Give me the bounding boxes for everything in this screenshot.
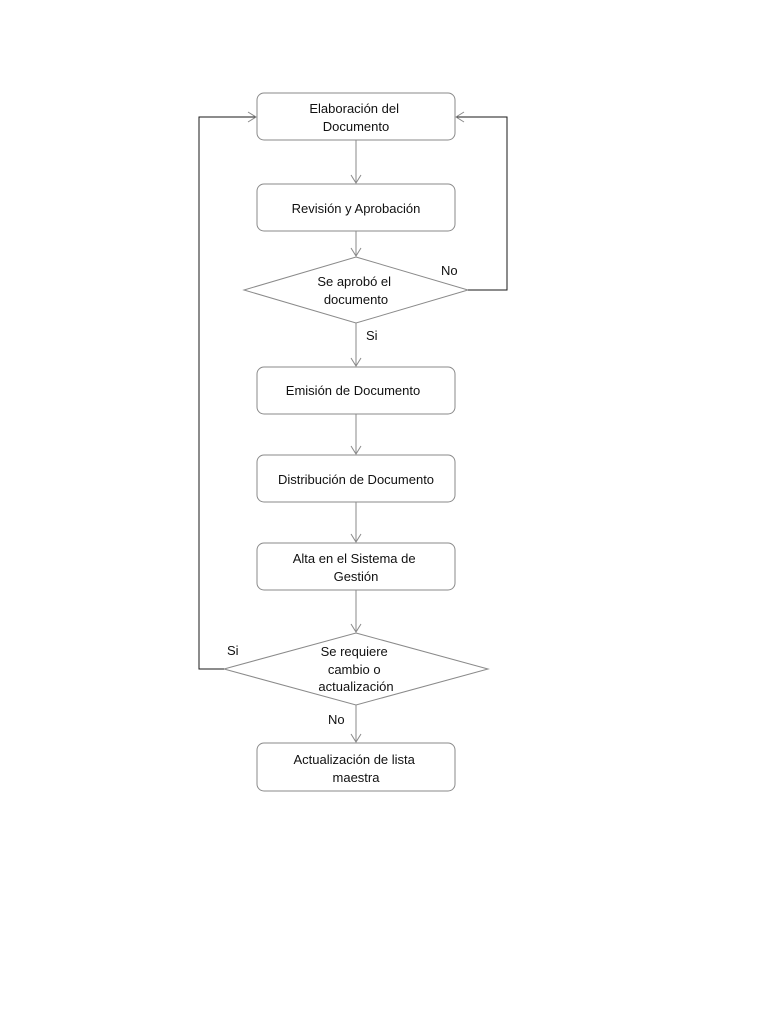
node-requiere-label: Se requiere cambio o actualización [318, 644, 393, 694]
node-aprobo-diamond [242, 256, 470, 324]
arrow-head-icon [350, 247, 362, 257]
arrow-head-icon [350, 733, 362, 743]
node-elaboracion-label: Elaboración del Documento [309, 101, 402, 134]
arrow-head-icon [350, 357, 362, 367]
node-aprobo-label: Se aprobó el documento [317, 274, 394, 307]
edge-label-aprobo-no: No [441, 263, 458, 278]
node-emision-line-1: Emisión de Documento [286, 383, 420, 398]
edge-label-requiere-no: No [328, 712, 345, 727]
node-requiere-line-1: Se requiere [321, 644, 388, 659]
node-aprobo-line-2: documento [324, 292, 388, 307]
node-revision-label: Revisión y Aprobación [292, 201, 421, 216]
node-distribucion-line-1: Distribución de Documento [278, 472, 434, 487]
node-alta-line-2: Gestión [334, 569, 379, 584]
edge-requiere-si-loop [198, 116, 256, 670]
arrow-head-icon [350, 623, 362, 633]
edge-label-requiere-si: Si [227, 643, 239, 658]
node-actualizacion-line-1: Actualización de lista [293, 752, 415, 767]
node-requiere-line-3: actualización [318, 679, 393, 694]
arrow-head-icon [455, 111, 465, 123]
arrow-head-icon [350, 533, 362, 543]
node-actualizacion-box [256, 742, 456, 792]
node-actualizacion-line-2: maestra [333, 770, 381, 785]
arrow-head-icon [350, 445, 362, 455]
node-revision-line-1: Revisión y Aprobación [292, 201, 421, 216]
node-actualizacion-label: Actualización de lista maestra [293, 752, 418, 785]
edge-aprobo-no-loop [456, 116, 508, 291]
node-aprobo-line-1: Se aprobó el [317, 274, 391, 289]
node-elaboracion-line-2: Documento [323, 119, 389, 134]
node-alta-label: Alta en el Sistema de Gestión [293, 551, 419, 584]
edge-label-aprobo-si: Si [366, 328, 378, 343]
node-requiere-line-2: cambio o [328, 662, 381, 677]
arrow-head-icon [247, 111, 257, 123]
node-distribucion-label: Distribución de Documento [278, 472, 434, 487]
node-emision-label: Emisión de Documento [286, 383, 420, 398]
node-alta-line-1: Alta en el Sistema de [293, 551, 416, 566]
node-elaboracion-line-1: Elaboración del [309, 101, 399, 116]
arrow-head-icon [350, 174, 362, 184]
